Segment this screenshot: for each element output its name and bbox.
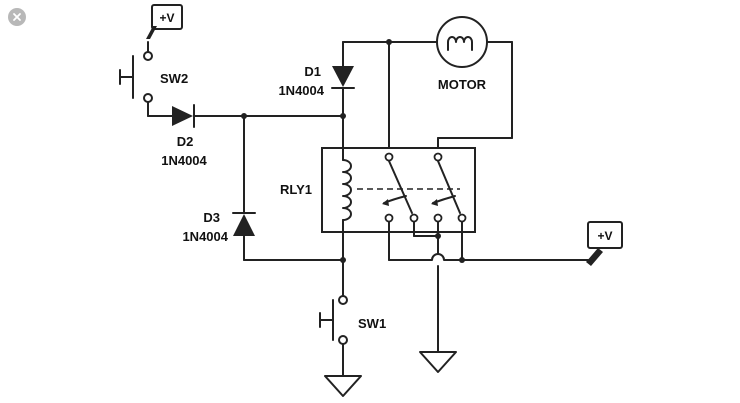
diode-d2: D2 1N4004: [161, 104, 208, 168]
d2-part-label: 1N4004: [161, 153, 207, 168]
close-x-icon: [13, 13, 21, 21]
d1-part-label: 1N4004: [278, 83, 324, 98]
motor-label: MOTOR: [438, 77, 487, 92]
sw1-label: SW1: [358, 316, 386, 331]
d2-name-label: D2: [177, 134, 194, 149]
d3-part-label: 1N4004: [182, 229, 228, 244]
sw2-pushbutton: SW2: [119, 41, 188, 103]
supply-terminal-right: +V: [586, 221, 623, 266]
supply-right-label: +V: [597, 229, 612, 243]
rly1-label: RLY1: [280, 182, 312, 197]
ground-symbol-left: [324, 375, 362, 397]
supply-terminal-top: +V: [146, 4, 183, 39]
motor: MOTOR: [436, 16, 488, 92]
sw1-pushbutton: SW1: [319, 295, 386, 345]
ground-symbol-right: [419, 351, 457, 373]
relay-rly1: RLY1: [280, 147, 476, 233]
supply-top-label: +V: [159, 11, 174, 25]
close-button[interactable]: [8, 8, 26, 26]
d3-name-label: D3: [203, 210, 220, 225]
d1-name-label: D1: [304, 64, 321, 79]
diode-d3: D3 1N4004: [182, 210, 256, 244]
sw2-label: SW2: [160, 71, 188, 86]
